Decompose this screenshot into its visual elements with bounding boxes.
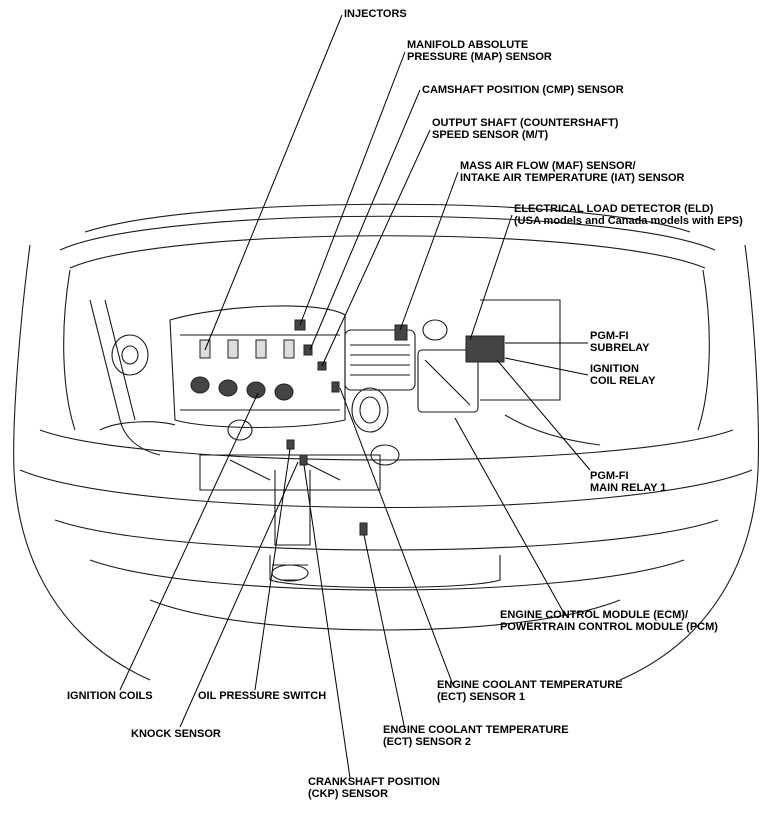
leader-ignition-coils xyxy=(119,392,259,691)
leader-pgmfi-main-relay xyxy=(496,359,591,471)
label-injectors: INJECTORS xyxy=(344,8,407,20)
leader-cmp-sensor xyxy=(309,89,421,351)
label-cmp-sensor: CAMSHAFT POSITION (CMP) SENSOR xyxy=(422,84,624,96)
label-oil-pressure-switch: OIL PRESSURE SWITCH xyxy=(198,690,327,702)
label-ignition-coils: IGNITION COILS xyxy=(67,690,153,702)
label-ckp-sensor: CRANKSHAFT POSITION (CKP) SENSOR xyxy=(308,776,440,800)
leader-lines xyxy=(119,14,591,779)
leader-ckp-sensor xyxy=(303,464,351,779)
label-map-sensor: MANIFOLD ABSOLUTE PRESSURE (MAP) SENSOR xyxy=(407,39,552,63)
leader-injectors xyxy=(204,14,343,351)
leader-output-shaft xyxy=(321,129,431,367)
label-pgmfi-main-relay: PGM-FI MAIN RELAY 1 xyxy=(590,470,667,494)
car-body-outline xyxy=(13,203,759,681)
label-knock-sensor: KNOCK SENSOR xyxy=(131,728,221,740)
label-eld: ELECTRICAL LOAD DETECTOR (ELD) (USA mode… xyxy=(514,203,743,227)
leader-knock-sensor xyxy=(179,461,299,728)
leader-maf-iat xyxy=(399,171,459,331)
leader-ecm-pcm xyxy=(454,417,566,616)
label-pgmfi-subrelay: PGM-FI SUBRELAY xyxy=(590,330,650,354)
label-ect-sensor-1: ENGINE COOLANT TEMPERATURE (ECT) SENSOR … xyxy=(437,679,623,703)
label-output-shaft-speed-sensor: OUTPUT SHAFT (COUNTERSHAFT) SPEED SENSOR… xyxy=(432,117,619,141)
leader-ect2 xyxy=(363,534,406,731)
leader-map-sensor xyxy=(299,51,406,326)
label-ect-sensor-2: ENGINE COOLANT TEMPERATURE (ECT) SENSOR … xyxy=(383,724,569,748)
label-ignition-coil-relay: IGNITION COIL RELAY xyxy=(590,363,656,387)
leader-oil-pressure xyxy=(254,448,291,691)
label-maf-iat-sensor: MASS AIR FLOW (MAF) SENSOR/ INTAKE AIR T… xyxy=(460,160,685,184)
label-ecm-pcm: ENGINE CONTROL MODULE (ECM)/ POWERTRAIN … xyxy=(500,609,718,633)
leader-eld xyxy=(469,214,513,341)
leader-ect1 xyxy=(339,387,454,686)
engine-components xyxy=(89,299,601,546)
leader-ignition-coil-relay xyxy=(504,357,589,376)
